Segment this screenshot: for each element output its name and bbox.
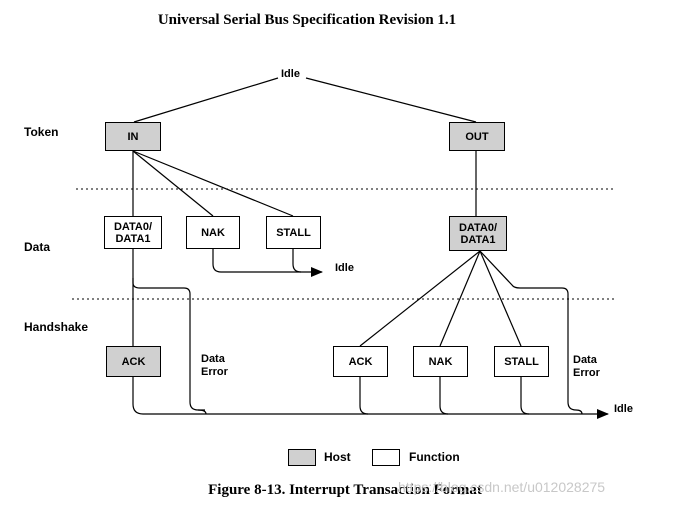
legend-host-label: Host bbox=[324, 450, 351, 464]
legend-function-swatch bbox=[372, 449, 400, 466]
page-title: Universal Serial Bus Specification Revis… bbox=[157, 12, 457, 28]
edge-nak-stall-idle bbox=[212, 249, 323, 277]
out-data-error-label: Data Error bbox=[573, 354, 600, 379]
edge-in-nak bbox=[132, 150, 214, 217]
idle-label-mid: Idle bbox=[335, 262, 354, 274]
phase-label-token: Token bbox=[24, 125, 59, 139]
edge-out-data-stall bbox=[479, 250, 522, 347]
edge-idle-out bbox=[305, 77, 477, 123]
edge-stall-merge bbox=[292, 249, 302, 273]
in-data-error-label: Data Error bbox=[201, 353, 228, 378]
figure-caption: Figure 8-13. Interrupt Transaction Forma… bbox=[208, 482, 482, 498]
out-ack-box: ACK bbox=[333, 346, 388, 377]
legend-host-swatch bbox=[288, 449, 316, 466]
edge-out-stall-merge bbox=[520, 377, 530, 415]
token-out-box: OUT bbox=[449, 122, 505, 151]
edge-out-data-ack bbox=[359, 250, 481, 347]
edge-out-error-merge bbox=[575, 409, 583, 415]
edge-out-data-error bbox=[479, 250, 577, 411]
edge-out-data-nak bbox=[439, 250, 481, 347]
idle-label-bottom: Idle bbox=[614, 403, 633, 415]
edge-in-error-merge bbox=[197, 409, 207, 415]
edge-idle-in bbox=[133, 77, 279, 123]
legend-function-label: Function bbox=[409, 450, 460, 464]
idle-label-top: Idle bbox=[281, 68, 300, 80]
token-in-box: IN bbox=[105, 122, 161, 151]
edge-in-data-error bbox=[132, 278, 205, 411]
phase-label-handshake: Handshake bbox=[24, 320, 89, 334]
out-stall-box: STALL bbox=[494, 346, 549, 377]
in-nak-box: NAK bbox=[186, 216, 240, 249]
in-ack-box: ACK bbox=[106, 346, 161, 377]
in-data-box: DATA0/ DATA1 bbox=[104, 216, 162, 249]
edge-out-ack-merge bbox=[359, 377, 369, 415]
out-nak-box: NAK bbox=[413, 346, 468, 377]
watermark-text: https://blog.csdn.net/u012028275 bbox=[398, 479, 606, 495]
edge-in-stall bbox=[132, 150, 294, 217]
in-stall-box: STALL bbox=[266, 216, 321, 249]
edge-bottom-idle bbox=[132, 377, 609, 419]
out-data-box: DATA0/ DATA1 bbox=[449, 216, 507, 251]
edge-out-nak-merge bbox=[439, 377, 449, 415]
phase-label-data: Data bbox=[24, 240, 51, 254]
